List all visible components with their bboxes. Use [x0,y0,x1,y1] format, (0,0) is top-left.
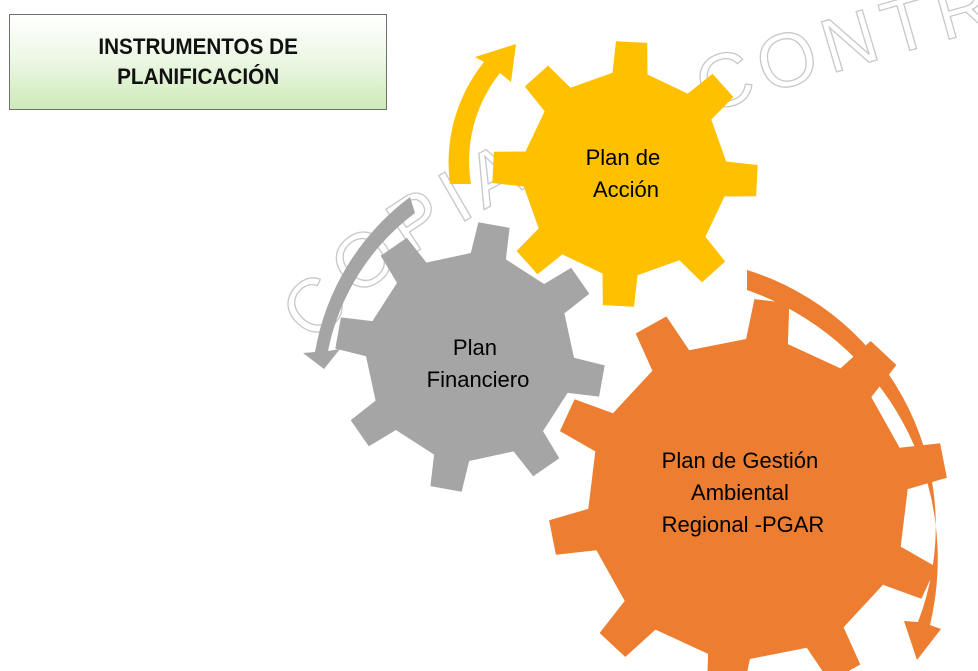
accion-gear-label: Plan de Acción [586,145,667,202]
title-text: INSTRUMENTOS DE PLANIFICACIÓN [98,32,298,92]
title-box: INSTRUMENTOS DE PLANIFICACIÓN [9,14,387,110]
financiero-label-line-2: Financiero [427,367,530,392]
accion-cycle-arrow [448,44,516,184]
pgar-label-line-2: Ambiental [691,480,789,505]
pgar-label-line-3: Regional -PGAR [662,512,825,537]
accion-label-line-1: Plan de [586,145,661,170]
accion-label-line-2: Acción [593,177,659,202]
pgar-label-line-1: Plan de Gestión [662,448,819,473]
pgar-gear-label: Plan de Gestión Ambiental Regional -PGAR [662,448,825,537]
financiero-gear [335,222,605,492]
financiero-label-line-1: Plan [453,335,497,360]
financiero-gear-label: Plan Financiero [427,335,530,392]
pgar-cycle-arrow [747,270,941,660]
financiero-cycle-arrow [303,197,415,369]
pgar-gear [549,299,947,671]
accion-gear [492,41,758,307]
title-line-2: PLANIFICACIÓN [116,64,279,89]
title-line-1: INSTRUMENTOS DE [98,34,298,59]
